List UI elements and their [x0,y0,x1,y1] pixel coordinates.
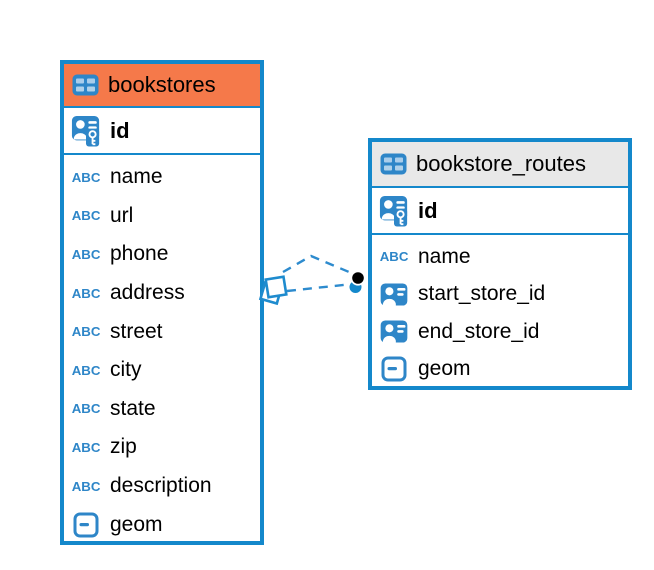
table-header-bookstore-routes[interactable]: bookstore_routes [372,142,628,188]
column-row-phone[interactable]: ABC phone [64,235,260,274]
object-type-icon [70,512,102,538]
primary-key-section: id [64,108,260,155]
column-name-label: name [110,165,163,189]
column-row-geom[interactable]: geom [372,351,628,387]
column-name-label: zip [110,435,137,459]
text-type-icon: ABC [70,440,102,455]
column-row-zip[interactable]: ABC zip [64,428,260,467]
column-row-state[interactable]: ABC state [64,390,260,429]
abc-glyph: ABC [71,246,101,262]
column-name-label: description [110,474,212,498]
column-name-label: geom [110,512,163,536]
relationship-line-start-store[interactable] [282,254,350,274]
table-icon [380,153,407,175]
column-row-name[interactable]: ABC name [372,238,628,276]
text-type-icon: ABC [70,324,102,339]
table-header-bookstores[interactable]: bookstores [64,64,260,108]
text-type-icon: ABC [70,170,102,185]
column-name-label: phone [110,242,169,266]
column-row-id[interactable]: id [64,108,260,153]
table-title: bookstore_routes [416,151,586,176]
text-type-icon: ABC [70,363,102,378]
foreign-key-icon [378,283,410,306]
column-name-label: state [110,396,156,420]
abc-glyph: ABC [379,249,409,265]
abc-glyph: ABC [71,324,101,340]
column-row-description[interactable]: ABC description [64,467,260,506]
column-row-id[interactable]: id [372,188,628,233]
column-row-address[interactable]: ABC address [64,274,260,313]
column-name-label: street [110,319,163,343]
column-name-label: end_store_id [418,319,540,343]
columns-section: ABC name ABC url ABC phone ABC address A… [64,155,260,541]
primary-key-icon [70,115,102,147]
column-name-label: name [418,244,471,268]
columns-section: ABC name start_store_id end_store_id geo… [372,235,628,386]
column-row-street[interactable]: ABC street [64,312,260,351]
text-type-icon: ABC [70,286,102,301]
abc-glyph: ABC [71,208,101,224]
relationship-source-marker[interactable] [258,275,288,306]
column-row-city[interactable]: ABC city [64,351,260,390]
entity-table-bookstores[interactable]: bookstores id ABC name ABC url ABC phone… [60,60,264,545]
column-name-label: id [418,197,438,223]
column-name-label: url [110,203,134,227]
text-type-icon: ABC [70,401,102,416]
column-name-label: city [110,358,142,382]
abc-glyph: ABC [71,285,101,301]
column-name-label: id [110,117,130,143]
text-type-icon: ABC [70,479,102,494]
table-icon [72,74,99,96]
relationship-target-marker[interactable] [349,270,366,293]
abc-glyph: ABC [71,439,101,455]
primary-key-section: id [372,188,628,235]
foreign-key-icon [378,320,410,343]
object-type-icon [378,356,410,382]
column-row-url[interactable]: ABC url [64,197,260,236]
column-row-start_store_id[interactable]: start_store_id [372,276,628,314]
column-row-geom[interactable]: geom [64,505,260,541]
column-name-label: address [110,281,185,305]
text-type-icon: ABC [70,208,102,223]
abc-glyph: ABC [71,401,101,417]
abc-glyph: ABC [71,362,101,378]
text-type-icon: ABC [378,249,410,264]
relationship-line-end-store[interactable] [286,283,349,293]
abc-glyph: ABC [71,169,101,185]
column-row-name[interactable]: ABC name [64,158,260,197]
primary-key-icon [378,195,410,227]
abc-glyph: ABC [71,478,101,494]
table-title: bookstores [108,72,216,97]
column-row-end_store_id[interactable]: end_store_id [372,313,628,351]
entity-table-bookstore-routes[interactable]: bookstore_routes id ABC name start_store… [368,138,632,390]
column-name-label: start_store_id [418,282,546,306]
text-type-icon: ABC [70,247,102,262]
column-name-label: geom [418,357,471,381]
